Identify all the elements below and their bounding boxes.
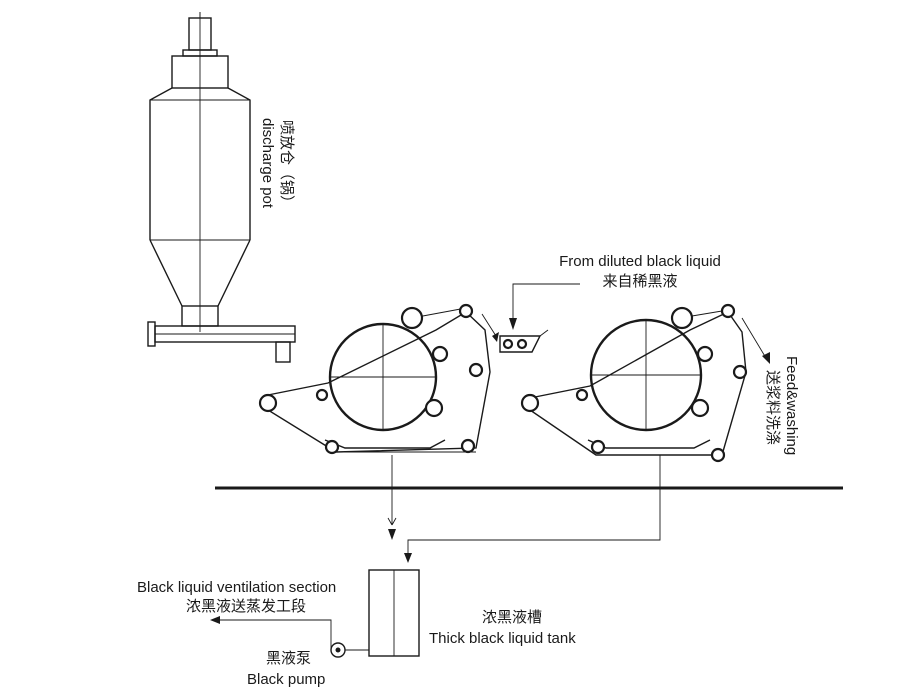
thick-black-liquid-tank [368, 569, 420, 657]
ventilation-label-en: Black liquid ventilation section [137, 579, 336, 596]
discharge-pot [147, 12, 296, 363]
feed-label-en: Feed&washing [783, 356, 800, 455]
discharge-pot-label-en: discharge pot [259, 118, 276, 209]
feed-label-cn: 送浆料洗涤 [764, 370, 782, 445]
black-pump [210, 616, 369, 658]
diluted-label-cn: 来自稀黑液 [602, 273, 677, 290]
washer-2 [404, 303, 770, 563]
washer-1 [258, 303, 491, 540]
diluted-label-en: From diluted black liquid [559, 253, 721, 270]
pump-label-cn: 黑液泵 [266, 650, 311, 667]
pump-label-en: Black pump [247, 671, 325, 688]
spray-header [481, 283, 580, 353]
tank-label-en: Thick black liquid tank [429, 630, 576, 647]
tank-label-cn: 浓黑液槽 [482, 609, 542, 626]
discharge-pot-label-cn: 喷放仓（锅） [278, 120, 295, 210]
ventilation-label-cn: 浓黑液送蒸发工段 [186, 598, 306, 615]
